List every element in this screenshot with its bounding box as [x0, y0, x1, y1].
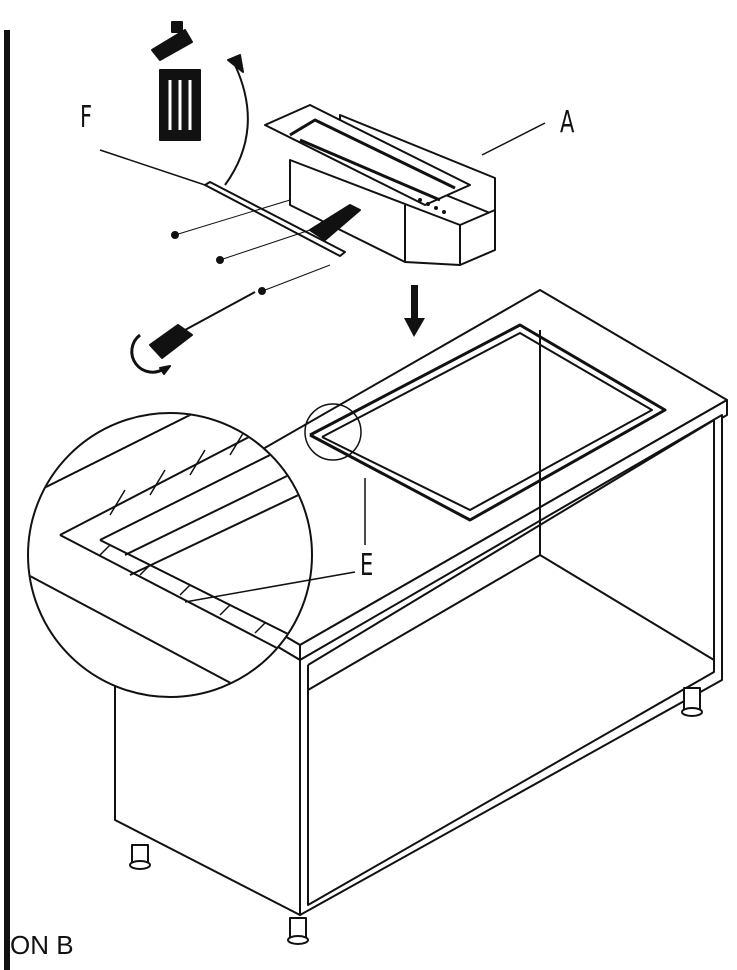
appliance-a [264, 104, 496, 266]
frame-line [307, 419, 715, 666]
screwdriver-icon [130, 291, 256, 375]
strip-f [171, 181, 361, 295]
cabinet-front [299, 414, 723, 916]
removal-arrow-icon [309, 204, 361, 241]
leader-a [481, 122, 546, 156]
down-arrow-icon [404, 285, 425, 337]
leader-f [99, 149, 206, 186]
section-caption: ON B [10, 930, 74, 960]
front-frame-inner [307, 420, 715, 906]
trash-bin-icon [151, 21, 201, 141]
label-f: F [80, 100, 93, 135]
sink-cutout [309, 323, 667, 522]
legs [129, 687, 703, 945]
label-e: E [360, 548, 374, 583]
rotate-arrow-icon [224, 54, 249, 186]
label-a: A [560, 105, 575, 140]
detail-marker-circle [304, 403, 362, 461]
leader-e-lower [184, 571, 356, 603]
cutout-inner [321, 332, 653, 511]
page-margin-bar [4, 30, 10, 970]
